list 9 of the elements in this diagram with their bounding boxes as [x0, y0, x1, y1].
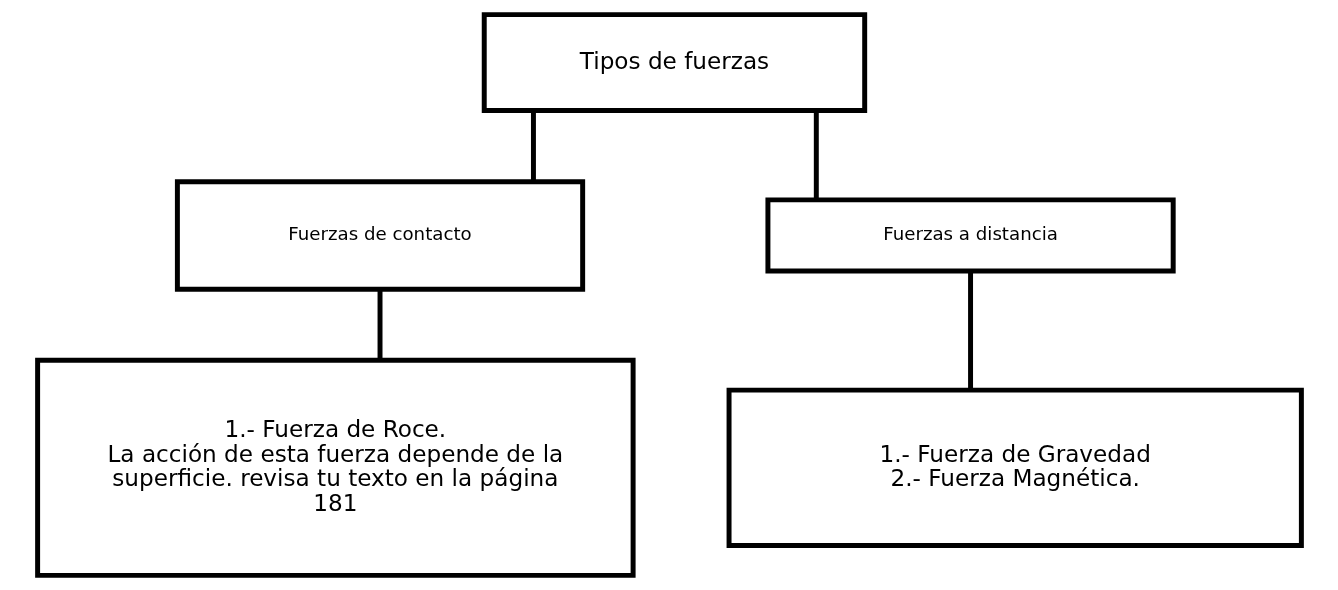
connector [813, 110, 819, 200]
node-box: 1.- Fuerza de Gravedad 2.- Fuerza Magnética. [726, 387, 1304, 549]
node-box: Tipos de fuerzas [481, 12, 867, 114]
connector [967, 271, 973, 390]
node-box: 1.- Fuerza de Roce. La acción de esta fuerza depende de la superficie. revisa tu texto en la página 181 [34, 357, 636, 578]
connector [530, 110, 536, 182]
node-box: Fuerzas de contacto [174, 179, 585, 292]
node-box: Fuerzas a distancia [764, 197, 1176, 274]
connector [377, 289, 382, 361]
